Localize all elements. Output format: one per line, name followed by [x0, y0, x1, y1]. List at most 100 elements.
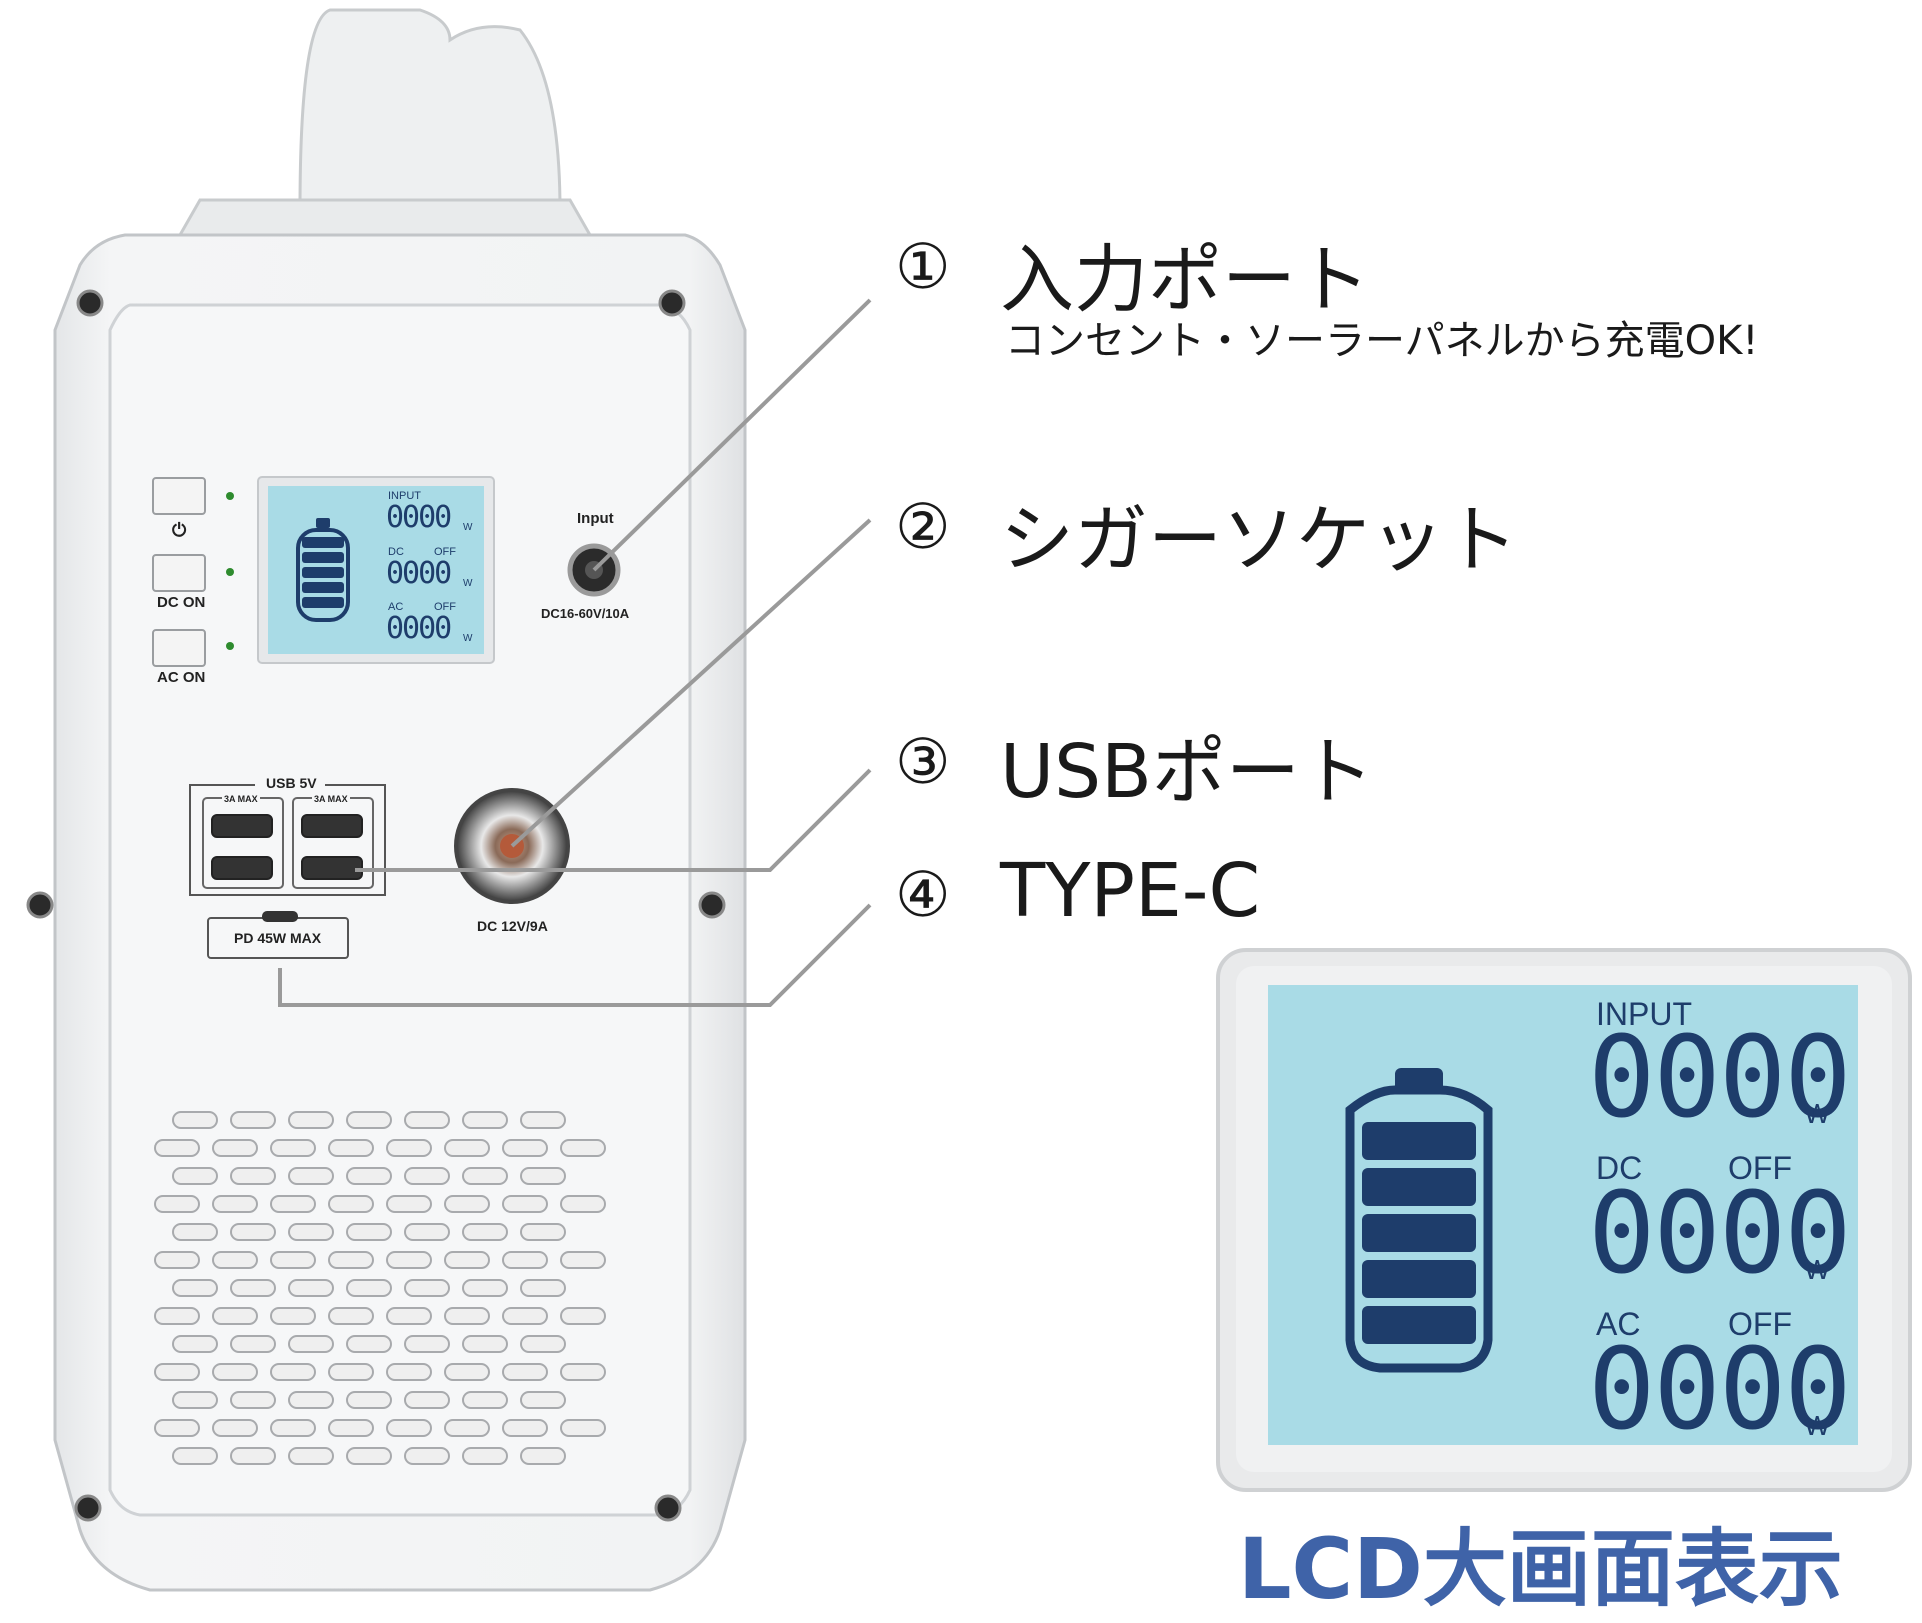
vent-slot: [172, 1391, 218, 1409]
vent-slot: [560, 1307, 606, 1325]
lcd-zoom-dc-label: DC: [1596, 1150, 1643, 1186]
vent-slot: [386, 1139, 432, 1157]
vent-slot: [386, 1419, 432, 1437]
vent-slot: [462, 1279, 508, 1297]
callout-number: ①: [895, 230, 951, 303]
callout-title-cigar-socket: シガーソケット: [1000, 497, 1518, 583]
status-leds: [226, 492, 234, 650]
power-button[interactable]: [153, 478, 205, 514]
vent-slot: [288, 1279, 334, 1297]
vent-slot: [520, 1223, 566, 1241]
vent-slot: [230, 1279, 276, 1297]
cigar-spec: DC 12V/9A: [477, 918, 548, 934]
lcd-small-screen: [268, 486, 484, 654]
vent-slot: [328, 1139, 374, 1157]
vent-slot: [520, 1111, 566, 1129]
vent-slot: [346, 1391, 392, 1409]
vent-slot: [288, 1391, 334, 1409]
power-icon: ⏻: [172, 520, 187, 540]
lcd-small-ac-state: OFF: [434, 601, 456, 613]
ac-on-label: AC ON: [157, 669, 206, 686]
vent-slot: [520, 1391, 566, 1409]
callout-title-typec: TYPE-C: [1000, 848, 1261, 934]
vent-slot: [444, 1363, 490, 1381]
vent-slot: [502, 1363, 548, 1381]
vent-slot: [212, 1307, 258, 1325]
vent-slot: [386, 1307, 432, 1325]
vent-slot: [270, 1139, 316, 1157]
vent-slot: [230, 1335, 276, 1353]
usb-group-label: USB 5V: [262, 775, 321, 791]
lcd-zoom-input-label: INPUT: [1596, 996, 1692, 1032]
vent-slot: [212, 1195, 258, 1213]
dc-on-button[interactable]: [153, 555, 205, 591]
vent-slot: [404, 1335, 450, 1353]
vent-slot: [462, 1167, 508, 1185]
vent-slot: [502, 1307, 548, 1325]
vent-grille: [154, 1111, 606, 1465]
vent-slot: [502, 1251, 548, 1269]
vent-slot: [154, 1139, 200, 1157]
vent-slot: [172, 1279, 218, 1297]
vent-slot: [386, 1195, 432, 1213]
usb-max-label: 3A MAX: [222, 794, 260, 804]
vent-slot: [502, 1419, 548, 1437]
vent-slot: [444, 1307, 490, 1325]
vent-slot: [462, 1223, 508, 1241]
lcd-small-ac-value: 0000: [386, 611, 452, 646]
vent-slot: [346, 1279, 392, 1297]
lcd-zoom-ac-state: OFF: [1728, 1306, 1792, 1342]
vent-slot: [462, 1447, 508, 1465]
typec-label: PD 45W MAX: [234, 930, 322, 946]
vent-slot: [520, 1167, 566, 1185]
vent-slot: [404, 1447, 450, 1465]
vent-slot: [520, 1279, 566, 1297]
vent-slot: [230, 1167, 276, 1185]
lcd-small-dc-state: OFF: [434, 546, 456, 558]
lcd-caption: LCD大画面表示: [1238, 1520, 1843, 1618]
vent-slot: [288, 1223, 334, 1241]
vent-slot: [212, 1251, 258, 1269]
battery-icon-small: [296, 528, 350, 622]
lcd-zoom-input-value: 0000: [1588, 1013, 1852, 1143]
lcd-zoom-unit: W: [1804, 1410, 1831, 1441]
lcd-zoom-ac-value: 0000: [1588, 1325, 1852, 1455]
lcd-small-unit: W: [463, 522, 473, 533]
vent-slot: [502, 1195, 548, 1213]
lcd-small-dc-label: DC: [388, 546, 404, 558]
lcd-zoom-unit: W: [1804, 1254, 1831, 1285]
vent-slot: [212, 1139, 258, 1157]
vent-slot: [230, 1223, 276, 1241]
lcd-small-dc-value: 0000: [386, 556, 452, 591]
vent-slot: [444, 1419, 490, 1437]
vent-slot: [404, 1167, 450, 1185]
vent-slot: [172, 1335, 218, 1353]
leader-lines: [278, 298, 872, 1007]
dc-on-label: DC ON: [157, 594, 206, 611]
vent-slot: [404, 1279, 450, 1297]
lcd-small-input-label: INPUT: [388, 490, 421, 502]
lcd-zoom-unit: W: [1804, 1098, 1831, 1129]
usb-ports: [211, 814, 363, 880]
vent-slot: [288, 1111, 334, 1129]
vent-slot: [404, 1391, 450, 1409]
vent-slot: [328, 1363, 374, 1381]
vent-slot: [230, 1111, 276, 1129]
vent-slot: [270, 1195, 316, 1213]
vent-slot: [172, 1223, 218, 1241]
vent-slot: [560, 1195, 606, 1213]
vent-slot: [270, 1251, 316, 1269]
lcd-zoom-dc-value: 0000: [1588, 1169, 1852, 1299]
vent-slot: [462, 1335, 508, 1353]
callout-number: ③: [895, 725, 951, 798]
handle: [298, 8, 562, 212]
vent-slot: [462, 1111, 508, 1129]
screws: [26, 289, 726, 1522]
ac-on-button[interactable]: [153, 630, 205, 666]
vent-slot: [346, 1223, 392, 1241]
vent-slot: [444, 1195, 490, 1213]
vent-slot: [502, 1139, 548, 1157]
vent-slot: [462, 1391, 508, 1409]
usb-group-outline: [189, 784, 386, 896]
